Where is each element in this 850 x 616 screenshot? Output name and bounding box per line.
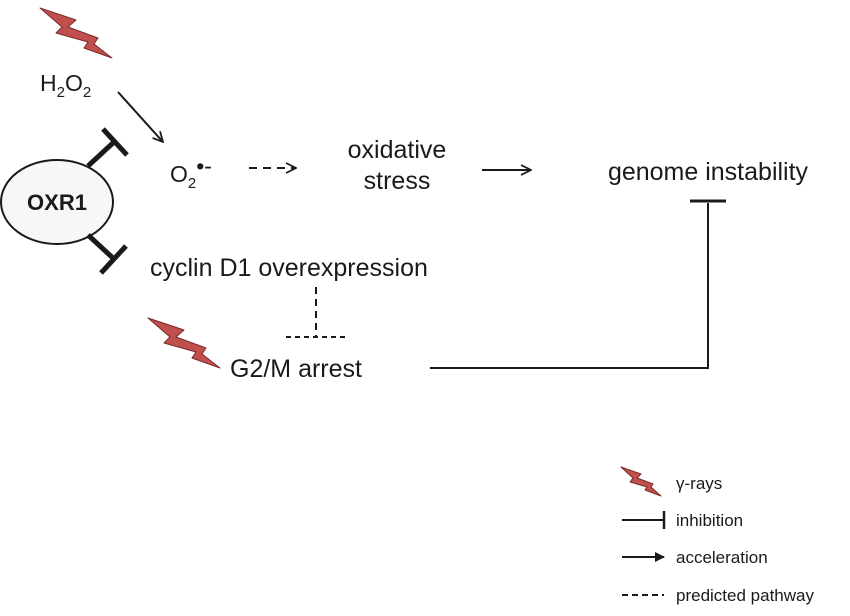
lightning-bolt-icon: [620, 466, 662, 497]
oxidative-stress-label-line2: stress: [364, 167, 431, 195]
legend-gamma-rays: γ-rays: [676, 474, 722, 493]
legend-acceleration: acceleration: [676, 548, 768, 567]
oxr1-inhibits-superoxide: [86, 127, 129, 168]
oxidative-stress-label: oxidative: [348, 136, 447, 164]
legend-inhibition: inhibition: [676, 511, 743, 530]
oxr1-inhibits-cyclin-d1: [86, 233, 128, 275]
oxr1-label: OXR1: [27, 190, 87, 215]
h2o2-label: H2O2: [40, 70, 91, 101]
legend: γ-rays inhibition acceleration predicted…: [622, 474, 814, 605]
oxr1-node: [0, 159, 114, 245]
g2m-arrest-label: G2/M arrest: [230, 355, 362, 383]
lightning-bolt-icon: [147, 317, 221, 369]
g2m-inhibits-genome-instability: [430, 199, 726, 369]
superoxide-label: O2•-: [170, 153, 212, 192]
predicted-inhibition: [286, 287, 346, 338]
cyclin-d1-label: cyclin D1 overexpression: [150, 254, 428, 282]
genome-instability-label: genome instability: [608, 158, 809, 186]
legend-inhibition-symbol: [622, 511, 666, 529]
h2o2-to-superoxide-arrow: [117, 91, 163, 142]
legend-predicted-pathway: predicted pathway: [676, 586, 814, 605]
lightning-bolt-icon: [39, 7, 113, 59]
